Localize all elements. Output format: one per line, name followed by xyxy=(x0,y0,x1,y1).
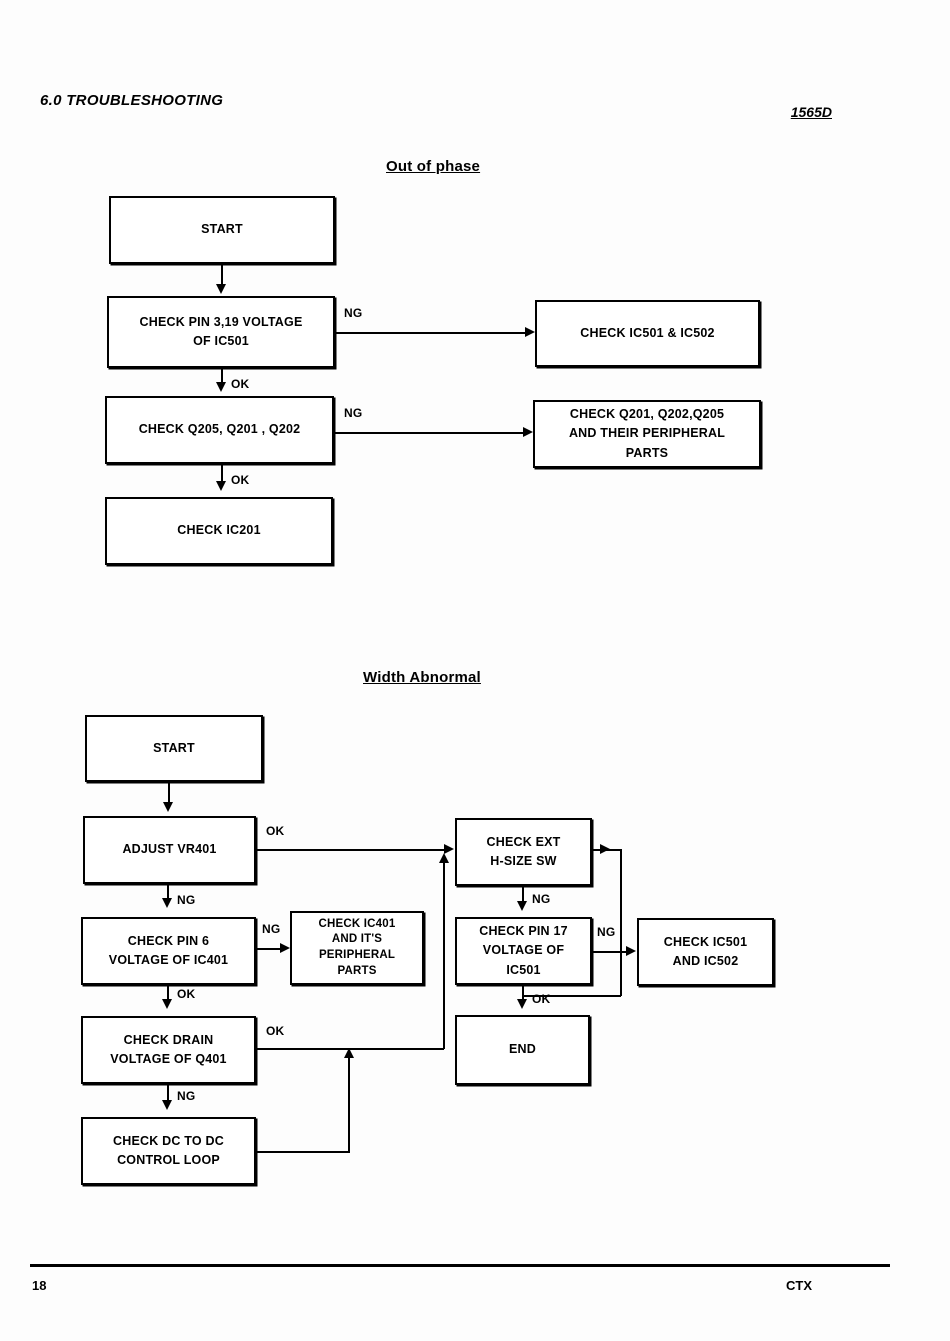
chart2-node-check-ic501-ic502: CHECK IC501 AND IC502 xyxy=(637,918,774,986)
chart2-node-check-ic401-line4: PARTS xyxy=(337,964,377,977)
chart1-node-check-pin-line1: CHECK PIN 3,19 VOLTAGE xyxy=(139,314,303,329)
chart2-title: Width Abnormal xyxy=(363,669,481,686)
chart2-edge-label-ng-vr401: NG xyxy=(177,893,196,907)
chart2-connector-dcdc-riser xyxy=(348,1057,350,1152)
chart2-arrowhead-ng-pin17 xyxy=(626,946,636,956)
chart2-connector-ext-return-riser xyxy=(620,849,622,996)
chart1-edge-label-ok1: OK xyxy=(231,377,250,391)
chart2-arrowhead-ng-drain xyxy=(162,1100,172,1110)
chart2-node-start: START xyxy=(85,715,263,782)
chart2-connector-ng-pin17 xyxy=(592,951,629,953)
chart2-edge-label-ok-drain: OK xyxy=(266,1024,285,1038)
chart2-node-check-ic501-ic502-line1: CHECK IC501 xyxy=(663,934,748,949)
chart2-node-check-pin6-line2: VOLTAGE OF IC401 xyxy=(108,953,229,967)
chart2-connector-start-to-vr401 xyxy=(168,782,170,804)
chart2-node-check-drain-line1: CHECK DRAIN xyxy=(123,1032,214,1047)
chart2-node-check-ic401-line3: PERIPHERAL xyxy=(318,949,396,961)
chart2-edge-label-ng-ext: NG xyxy=(532,892,551,906)
chart1-node-check-q-peripheral-line3: PARTS xyxy=(625,445,669,460)
chart1-node-check-ic201: CHECK IC201 xyxy=(105,497,333,565)
chart2-node-check-dcdc: CHECK DC TO DC CONTROL LOOP xyxy=(81,1117,256,1185)
chart2-node-check-ext-hsize: CHECK EXT H-SIZE SW xyxy=(455,818,592,886)
chart2-node-check-ext-line1: CHECK EXT xyxy=(486,834,561,849)
header-model-number: 1565D xyxy=(790,104,832,120)
chart2-node-check-pin17-line3: IC501 xyxy=(506,962,541,977)
chart2-node-check-drain: CHECK DRAIN VOLTAGE OF Q401 xyxy=(81,1016,256,1084)
chart2-connector-ng-pin6 xyxy=(256,948,282,950)
chart2-node-check-pin17-line2: VOLTAGE OF xyxy=(482,943,565,958)
chart1-arrowhead-start-to-checkpin xyxy=(216,284,226,294)
chart2-node-check-drain-line2: VOLTAGE OF Q401 xyxy=(110,1052,227,1066)
chart2-node-check-ic501-ic502-line2: AND IC502 xyxy=(672,954,739,968)
footer-page-number: 18 xyxy=(32,1278,47,1293)
chart2-arrowhead-ng-pin6 xyxy=(280,943,290,953)
chart1-arrowhead-ok1 xyxy=(216,382,226,392)
chart2-connector-ok-vr401 xyxy=(256,849,446,851)
chart2-node-check-ic401-peripheral: CHECK IC401 AND IT'S PERIPHERAL PARTS xyxy=(290,911,424,985)
chart2-connector-ng-ext xyxy=(522,886,524,903)
chart2-edge-label-ok-pin17: OK xyxy=(532,992,551,1006)
chart2-connector-ok-pin6 xyxy=(167,985,169,1001)
chart1-connector-ok1 xyxy=(221,368,223,384)
chart2-node-adjust-vr401: ADJUST VR401 xyxy=(83,816,256,884)
chart2-arrowhead-ext-right-exit xyxy=(600,844,610,854)
chart2-arrowhead-ok-drain-riser xyxy=(439,853,449,863)
chart1-title: Out of phase xyxy=(386,158,481,175)
chart1-arrowhead-ng1 xyxy=(525,327,535,337)
chart1-connector-start-to-checkpin xyxy=(221,264,223,286)
chart2-edge-label-ok-pin6: OK xyxy=(177,987,196,1001)
chart1-node-check-ic501-ic502: CHECK IC501 & IC502 xyxy=(535,300,760,367)
chart2-node-check-pin6: CHECK PIN 6 VOLTAGE OF IC401 xyxy=(81,917,256,985)
chart2-node-check-pin17-line1: CHECK PIN 17 xyxy=(479,923,568,938)
chart2-connector-dcdc-return xyxy=(256,1151,350,1153)
chart2-edge-label-ok-vr401: OK xyxy=(266,824,285,838)
chart2-connector-ok-drain-riser xyxy=(443,862,445,1049)
chart1-edge-label-ng2: NG xyxy=(344,406,363,420)
chart1-node-start: START xyxy=(109,196,335,264)
chart2-node-end: END xyxy=(455,1015,590,1085)
chart2-arrowhead-start-to-vr401 xyxy=(163,802,173,812)
chart2-connector-ng-vr401 xyxy=(167,884,169,900)
chart2-connector-ng-drain xyxy=(167,1084,169,1102)
chart1-arrowhead-ok2 xyxy=(216,481,226,491)
chart2-node-check-ext-line2: H-SIZE SW xyxy=(490,854,557,868)
chart2-arrowhead-ng-ext xyxy=(517,901,527,911)
chart2-arrowhead-ok-pin17 xyxy=(517,999,527,1009)
chart1-node-check-q: CHECK Q205, Q201 , Q202 xyxy=(105,396,334,464)
chart2-edge-label-ng-drain: NG xyxy=(177,1089,196,1103)
chart2-node-check-dcdc-line2: CONTROL LOOP xyxy=(117,1153,220,1167)
chart2-connector-ok-pin17 xyxy=(522,985,524,1001)
chart2-connector-ext-return-base xyxy=(522,995,621,997)
chart2-node-check-pin17: CHECK PIN 17 VOLTAGE OF IC501 xyxy=(455,917,592,985)
chart1-edge-label-ok2: OK xyxy=(231,473,250,487)
chart1-arrowhead-ng2 xyxy=(523,427,533,437)
footer-brand: CTX xyxy=(786,1278,812,1293)
chart1-connector-ng1 xyxy=(335,332,527,334)
chart2-node-check-ic401-line1: CHECK IC401 xyxy=(318,917,396,930)
chart1-node-check-pin-line2: OF IC501 xyxy=(193,334,249,348)
chart1-node-check-q-peripheral-line1: CHECK Q201, Q202,Q205 xyxy=(569,406,725,421)
chart2-node-check-ic401-line2: AND IT'S xyxy=(331,933,383,946)
chart1-edge-label-ng1: NG xyxy=(344,306,363,320)
chart2-arrowhead-dcdc-riser xyxy=(344,1048,354,1058)
chart1-node-check-q-peripheral-line2: AND THEIR PERIPHERAL xyxy=(568,426,726,441)
chart1-connector-ng2 xyxy=(334,432,525,434)
chart1-node-check-q-peripheral: CHECK Q201, Q202,Q205 AND THEIR PERIPHER… xyxy=(533,400,761,468)
chart2-node-check-dcdc-line1: CHECK DC TO DC xyxy=(113,1133,224,1148)
chart2-edge-label-ng-pin17: NG xyxy=(597,925,616,939)
chart2-arrowhead-ng-vr401 xyxy=(162,898,172,908)
chart2-arrowhead-ok-pin6 xyxy=(162,999,172,1009)
footer-divider xyxy=(30,1264,890,1267)
chart2-node-check-pin6-line1: CHECK PIN 6 xyxy=(127,933,210,948)
header-section-title: 6.0 TROUBLESHOOTING xyxy=(40,92,224,109)
chart1-node-check-pin: CHECK PIN 3,19 VOLTAGE OF IC501 xyxy=(107,296,335,368)
chart2-edge-label-ng-pin6: NG xyxy=(262,922,281,936)
chart2-arrowhead-ok-vr401 xyxy=(444,844,454,854)
chart1-connector-ok2 xyxy=(221,464,223,483)
